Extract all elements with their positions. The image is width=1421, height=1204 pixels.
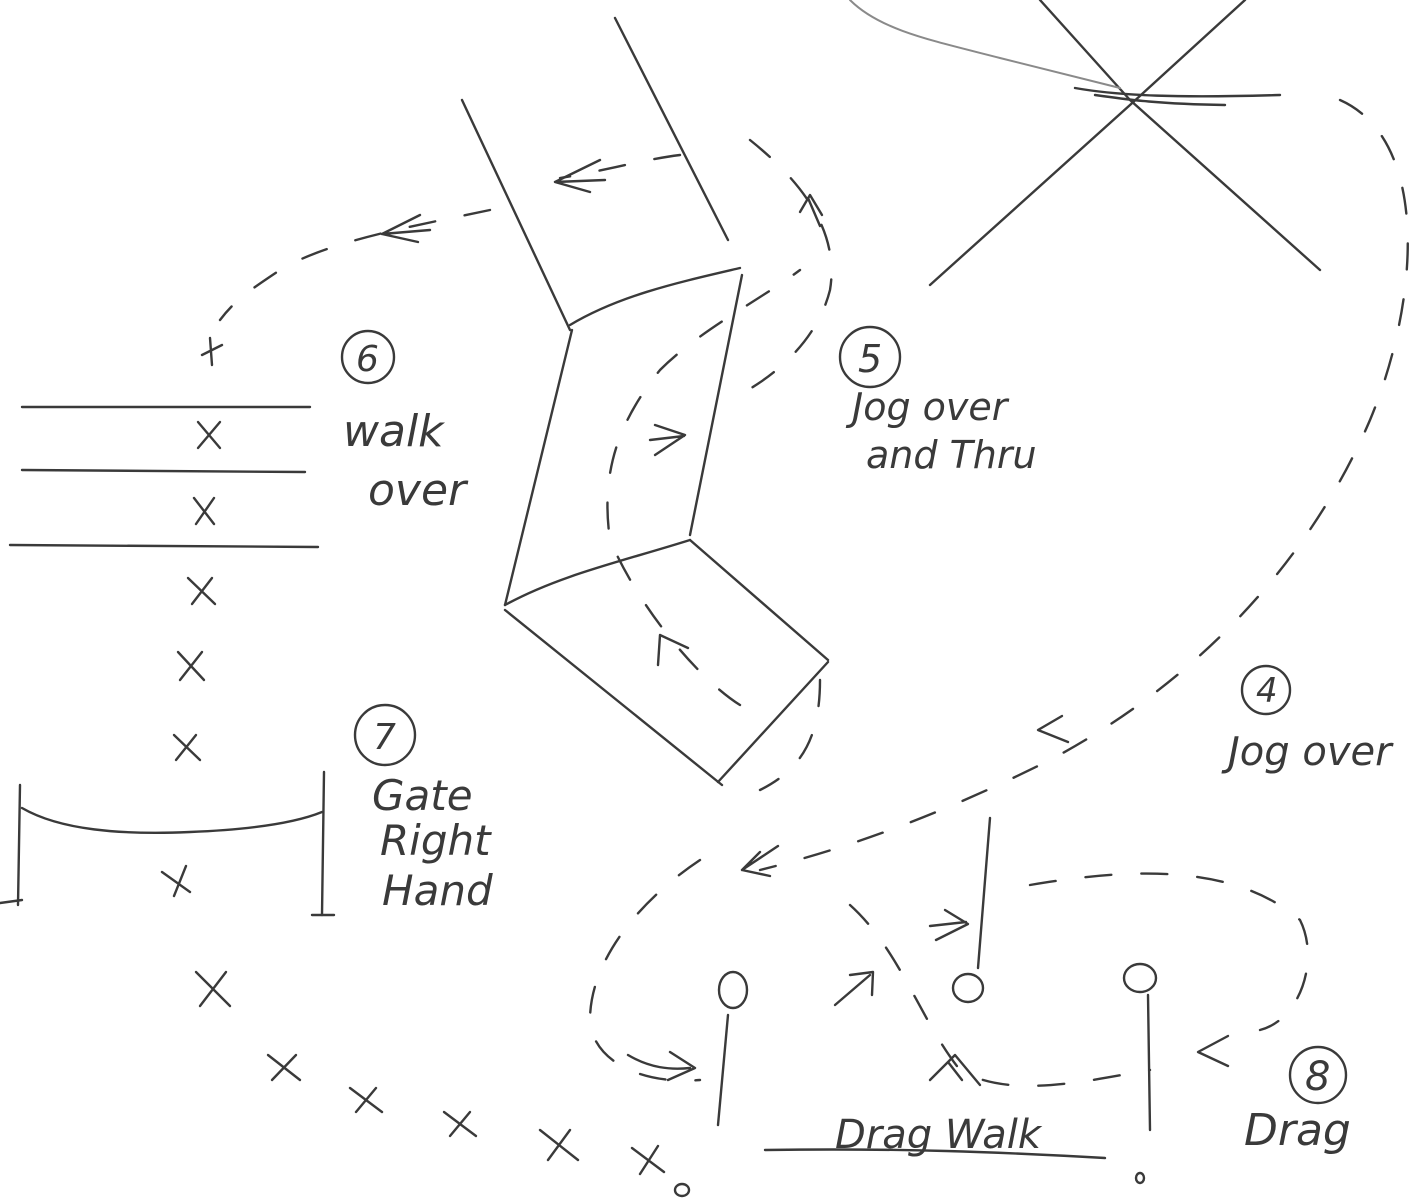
station-6-line-2: over: [368, 465, 469, 516]
station-4-number: 4: [1256, 671, 1278, 711]
arrow-up-1: [800, 195, 822, 226]
station-6-line-1: walk: [343, 406, 445, 457]
arrow-up-4: [930, 1055, 980, 1085]
station-7-line-3: Hand: [382, 866, 493, 915]
direction-arrows: [382, 160, 1228, 1085]
drag-walk-label: Drag Walk: [835, 1112, 1043, 1158]
station-7-number: 7: [373, 717, 396, 758]
arrow-left-4: [742, 846, 778, 876]
arrow-up-2: [658, 635, 688, 665]
station-5-number: 5: [858, 337, 882, 381]
station-5-line-2: and Thru: [866, 433, 1037, 477]
station-circles: [342, 327, 1346, 1103]
station-5-line-1: Jog over: [845, 385, 1010, 429]
x-mark: [196, 972, 230, 1006]
station-7-line-1: Gate: [372, 771, 473, 820]
station-7-line-2: Right: [380, 816, 492, 865]
walkway-obstacle: [462, 18, 828, 785]
x-mark: [202, 338, 222, 365]
x-mark: [350, 1088, 382, 1112]
x-mark: [198, 422, 220, 448]
x-mark: [540, 1130, 578, 1160]
x-mark: [632, 1146, 664, 1174]
x-mark: [194, 498, 214, 524]
arrow-left-1: [555, 160, 605, 192]
arrow-right-3: [628, 1052, 695, 1080]
x-mark: [188, 578, 215, 604]
arrow-up-3: [835, 972, 873, 1005]
footstep-marks: [162, 338, 664, 1174]
arrow-right-1: [650, 425, 685, 455]
gate-obstacle: [0, 772, 334, 915]
station-8-number: 8: [1305, 1054, 1330, 1100]
cross-obstacle: [850, 0, 1320, 285]
arrow-left-5: [1198, 1036, 1228, 1066]
arrow-left-2: [382, 215, 430, 242]
arrow-left-3: [1038, 716, 1068, 742]
station-6-number: 6: [356, 339, 379, 380]
x-mark: [174, 735, 200, 760]
ground-poles: [10, 407, 318, 547]
travel-path: [220, 100, 1408, 1086]
x-mark: [444, 1112, 476, 1136]
labels: 4 Jog over 5 Jog over and Thru 6 walk ov…: [343, 337, 1394, 1158]
x-mark: [178, 652, 204, 680]
arrow-right-2: [930, 910, 968, 940]
x-mark: [268, 1055, 300, 1080]
station-8-line-1: Drag: [1244, 1105, 1351, 1156]
station-4-line-1: Jog over: [1221, 729, 1394, 775]
x-mark: [162, 866, 190, 896]
